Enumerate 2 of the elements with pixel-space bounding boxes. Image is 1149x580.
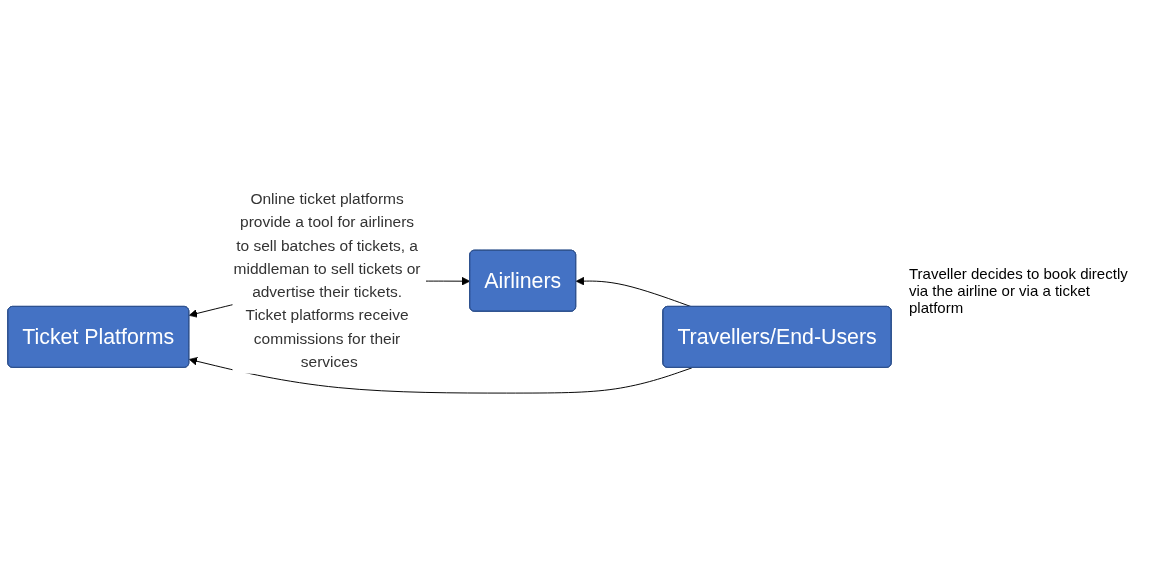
note-text: Traveller decides to book directly via the airline or via a ticket platform [909, 264, 1129, 316]
edge-label: Online ticket platforms provide a tool for airliners to sell batches of tickets, a middleman to sell tickets or advertise their tickets. Ticket platforms receive commissions for their services [233, 190, 421, 370]
